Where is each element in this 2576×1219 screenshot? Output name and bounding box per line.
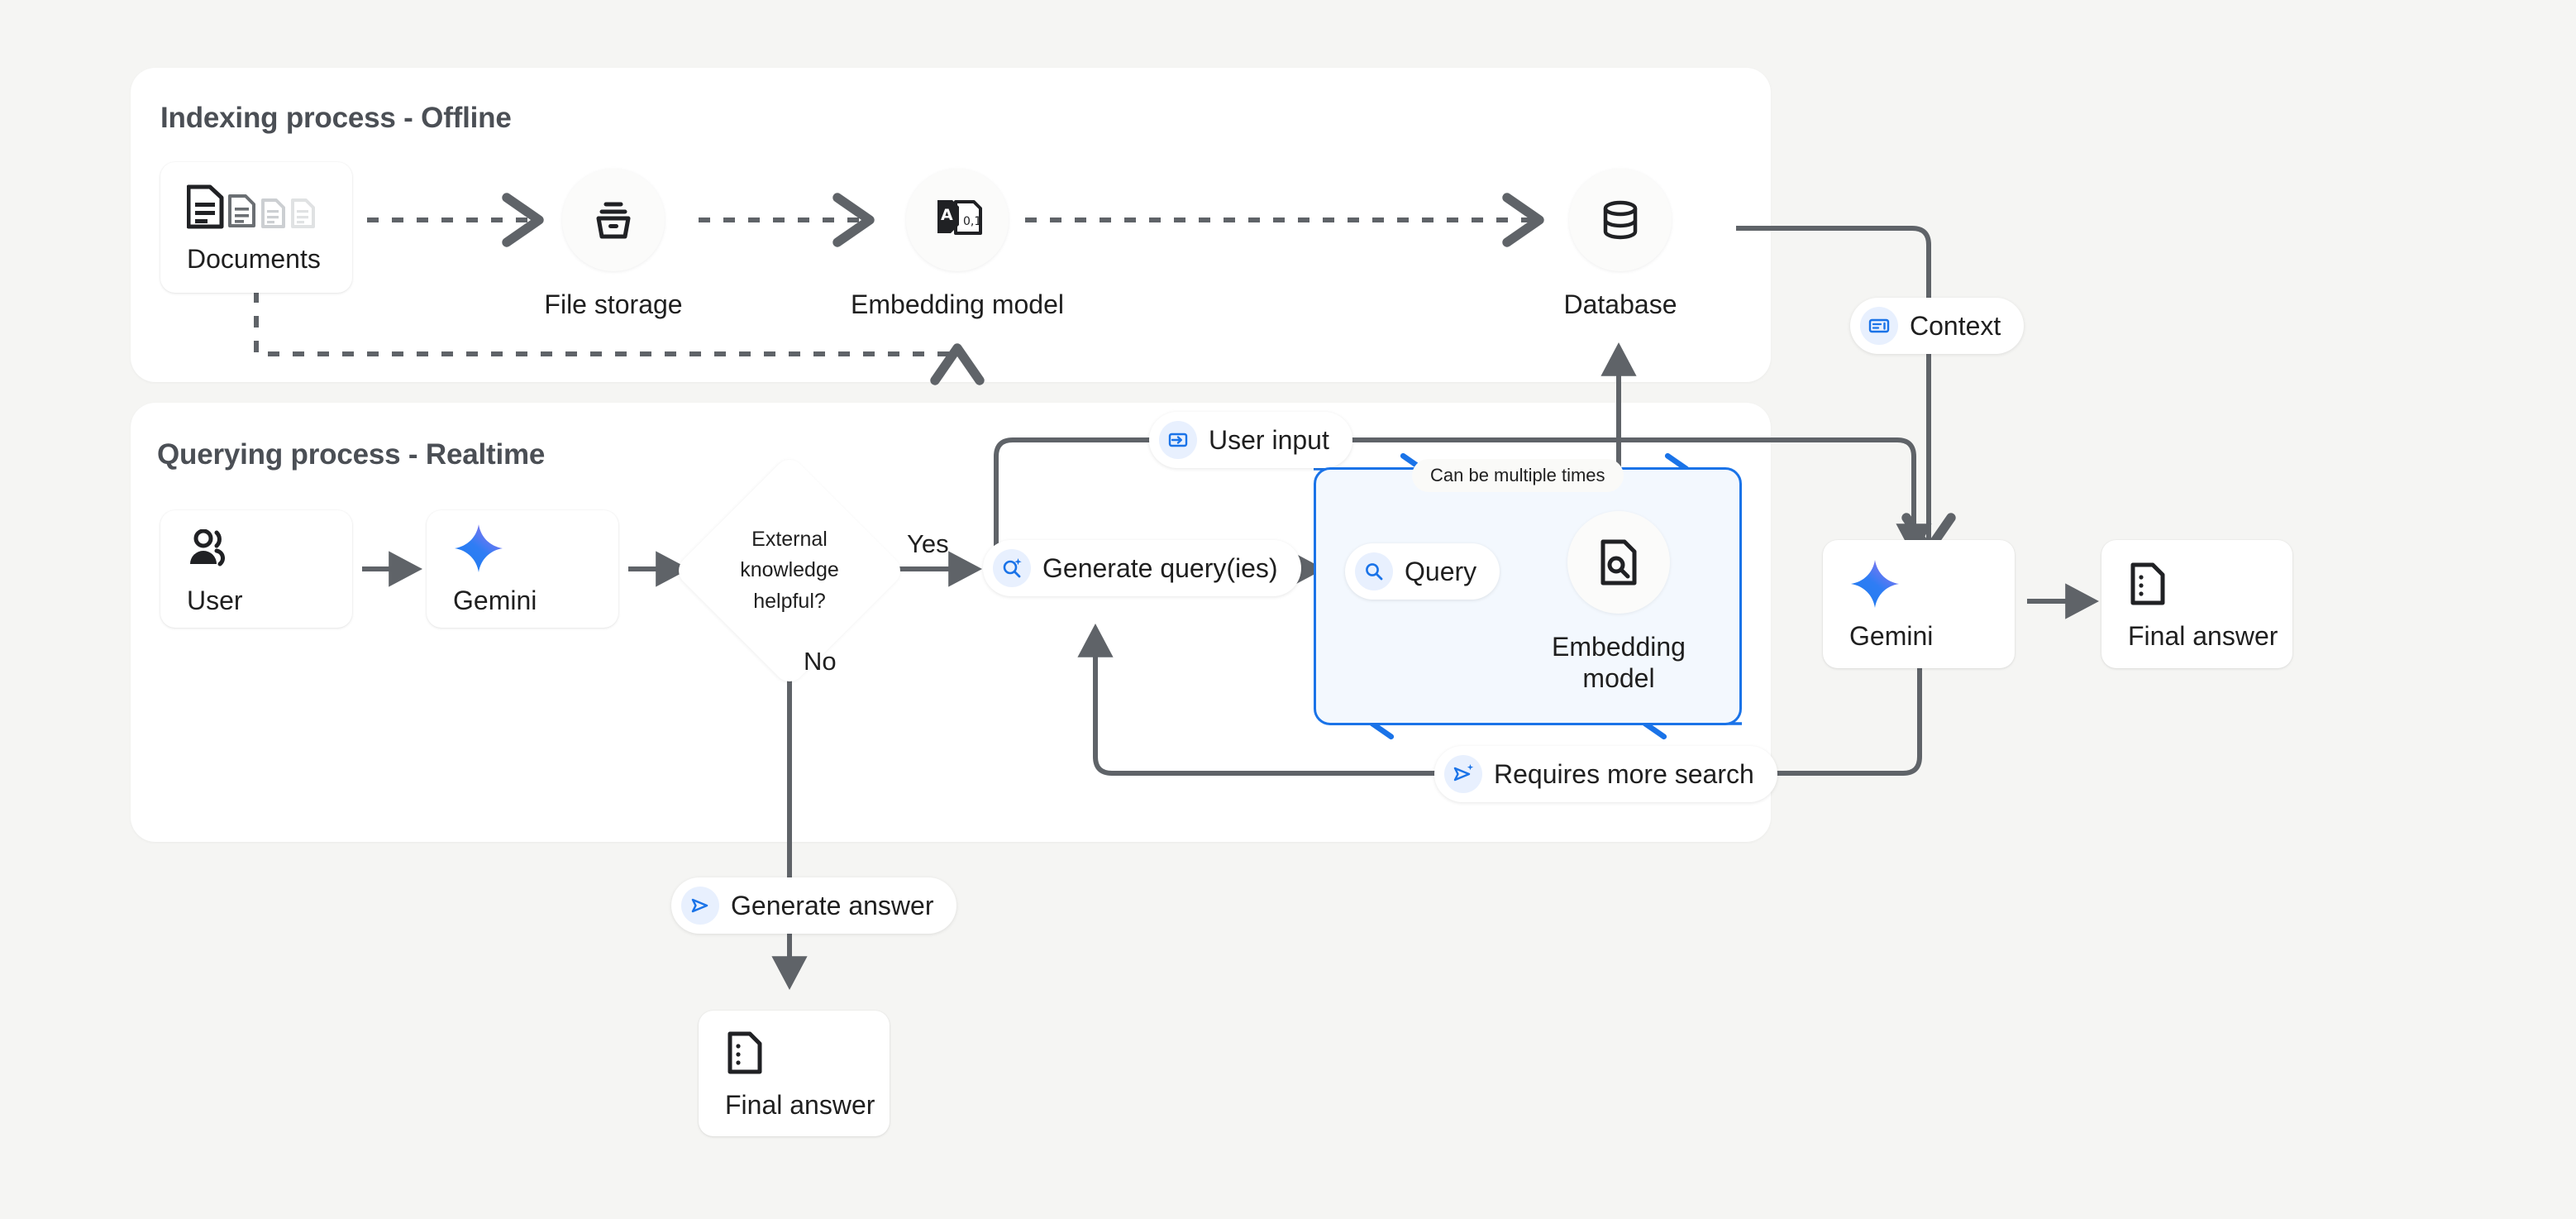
answer-document-icon (2128, 557, 2292, 610)
gemini-right-label: Gemini (1849, 620, 1934, 651)
file-storage-icon (562, 169, 665, 271)
decision-diamond-label: External knowledge helpful? (707, 488, 872, 653)
pill-context[interactable]: Context (1850, 298, 2025, 354)
generate-answer-label: Generate answer (731, 890, 934, 920)
querying-panel-title: Querying process - Realtime (157, 438, 546, 471)
indexing-panel-title: Indexing process - Offline (160, 102, 512, 134)
gemini-sparkle-icon (453, 522, 618, 575)
svg-text:A: A (941, 206, 953, 224)
requires-more-search-label: Requires more search (1494, 758, 1754, 789)
documents-label: Documents (187, 244, 321, 275)
pill-user-input[interactable]: User input (1149, 412, 1352, 468)
text-to-vector-icon: 0,1 A (906, 169, 1009, 271)
pill-generate-queries[interactable]: Generate query(ies) (983, 540, 1301, 596)
generate-queries-label: Generate query(ies) (1042, 552, 1278, 583)
user-input-label: User input (1209, 424, 1329, 455)
svg-text:0,1: 0,1 (963, 215, 981, 228)
edge-label-yes: Yes (907, 529, 949, 558)
send-sparkle-icon (1444, 755, 1482, 793)
node-final-answer-bottom[interactable]: Final answer (699, 1011, 890, 1136)
pill-query[interactable]: Query (1345, 543, 1500, 600)
user-label: User (187, 586, 243, 616)
decision-line-2: knowledge (740, 558, 839, 582)
documents-stack-icon (187, 180, 352, 233)
search-icon (1355, 552, 1393, 590)
user-icon (187, 522, 352, 575)
node-documents[interactable]: Documents (160, 162, 352, 293)
pill-requires-more-search[interactable]: Requires more search (1434, 746, 1777, 802)
embedding-model-indexing-label: Embedding model (851, 289, 1064, 319)
node-database[interactable]: Database (1564, 169, 1677, 319)
file-storage-label: File storage (544, 289, 683, 319)
final-answer-bottom-label: Final answer (725, 1090, 875, 1121)
node-gemini-right[interactable]: Gemini (1823, 540, 2015, 668)
embedding-model-query-line-2: model (1582, 662, 1655, 693)
send-icon (681, 887, 719, 925)
loop-note-label: Can be multiple times (1412, 459, 1624, 492)
node-embedding-model-query[interactable]: Embedding model (1552, 511, 1686, 693)
input-arrow-icon (1159, 421, 1197, 459)
embedding-model-query-line-1: Embedding (1552, 632, 1686, 662)
database-label: Database (1563, 289, 1677, 319)
edge-label-no: No (804, 647, 837, 676)
pill-generate-answer[interactable]: Generate answer (671, 877, 957, 934)
node-gemini-left[interactable]: Gemini (427, 510, 618, 628)
search-sparkle-icon (993, 549, 1031, 587)
query-label: Query (1405, 556, 1477, 586)
document-search-icon (1567, 511, 1670, 614)
database-icon (1569, 169, 1672, 271)
gemini-left-label: Gemini (453, 586, 537, 616)
node-user[interactable]: User (160, 510, 352, 628)
node-file-storage[interactable]: File storage (544, 169, 683, 319)
gemini-sparkle-icon (1849, 557, 2015, 610)
context-label: Context (1910, 310, 2001, 341)
embedding-model-query-label: Embedding model (1532, 632, 1705, 695)
answer-document-icon (725, 1026, 890, 1079)
decision-line-1: External (751, 527, 828, 551)
node-final-answer-right[interactable]: Final answer (2101, 540, 2292, 668)
context-panel-icon (1860, 307, 1898, 345)
final-answer-right-label: Final answer (2128, 620, 2278, 651)
decision-line-3: helpful? (753, 589, 826, 613)
node-embedding-model-indexing[interactable]: 0,1 A Embedding model (851, 169, 1064, 319)
